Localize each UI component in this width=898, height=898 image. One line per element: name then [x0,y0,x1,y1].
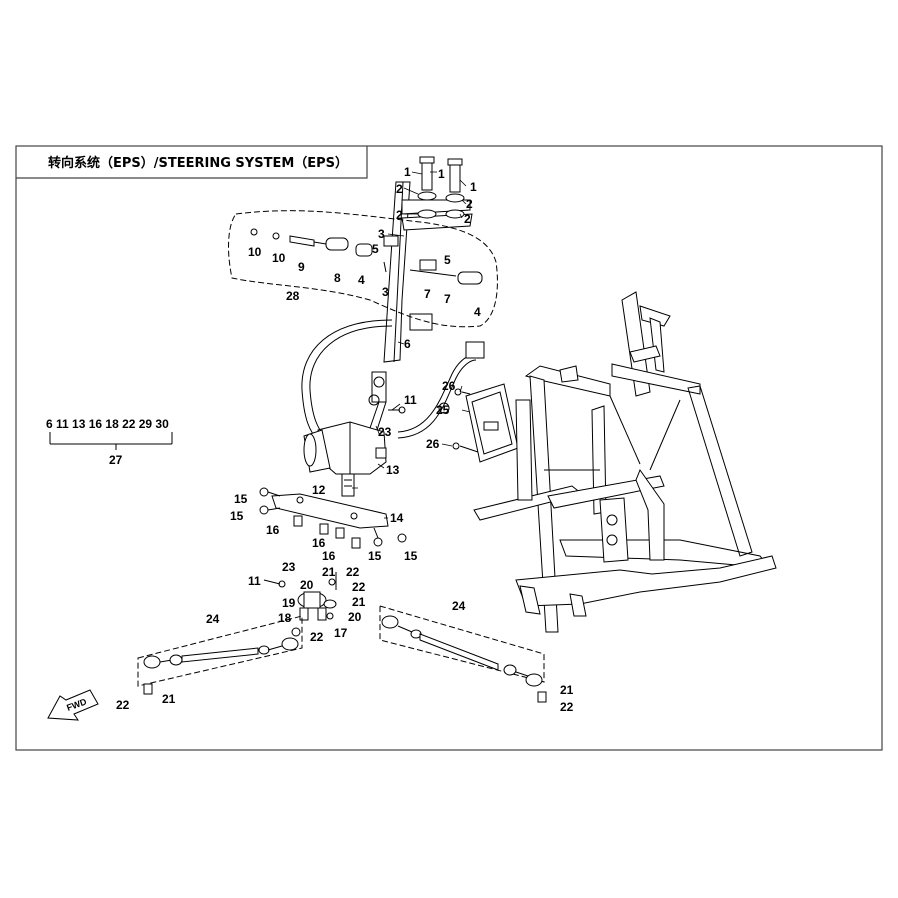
callout-26: 26 [426,437,440,451]
callout-1: 1 [404,165,411,179]
callout-25: 25 [436,403,450,417]
callout-15: 15 [368,549,382,563]
callout-1: 1 [438,167,445,181]
callout-28: 28 [286,289,300,303]
callout-2: 2 [466,197,473,211]
callout-24: 24 [452,599,466,613]
callout-labels: 1 1 1 2 2 2 2 3 3 4 4 5 5 6 7 7 8 9 10 1… [116,165,574,714]
group-27-label: 27 [109,453,123,467]
callout-leaders [352,171,471,519]
callout-17: 17 [334,626,348,640]
callout-22: 22 [116,698,130,712]
callout-18: 18 [278,611,292,625]
callout-5: 5 [444,253,451,267]
callout-4: 4 [474,305,481,319]
callout-13: 13 [386,463,400,477]
diagram-border [15,145,883,751]
callout-15: 15 [230,509,244,523]
callout-22: 22 [310,630,324,644]
callout-22: 22 [346,565,360,579]
callout-23: 23 [282,560,296,574]
steering-arm-assembly [263,572,337,637]
callout-16: 16 [312,536,326,550]
callout-12: 12 [312,483,326,497]
callout-26: 26 [442,379,456,393]
callout-2: 2 [464,212,471,226]
callout-21: 21 [322,565,336,579]
callout-21: 21 [352,595,366,609]
callout-16: 16 [266,523,280,537]
callout-16: 16 [322,549,336,563]
callout-5: 5 [372,242,379,256]
callout-19: 19 [282,596,296,610]
eps-controller [452,383,519,463]
callout-11: 11 [404,393,417,407]
group-27-members: 6 11 13 16 18 22 29 30 [46,417,169,431]
callout-11: 11 [248,574,261,588]
callout-9: 9 [298,260,305,274]
callout-20: 20 [300,578,314,592]
callout-22: 22 [560,700,574,714]
callout-4: 4 [358,273,365,287]
callout-8: 8 [334,271,341,285]
callout-15: 15 [404,549,418,563]
fwd-direction-arrow: FWD [47,689,99,721]
callout-20: 20 [348,610,362,624]
callout-15: 15 [234,492,248,506]
callout-21: 21 [560,683,574,697]
group-27-legend: 6 11 13 16 18 22 29 30 27 [46,417,173,467]
callout-6: 6 [404,337,411,351]
callout-10: 10 [248,245,262,259]
callout-7: 7 [424,287,431,301]
callout-23: 23 [378,425,392,439]
callout-3: 3 [382,285,389,299]
tie-rod-left [137,615,303,695]
callout-1: 1 [470,180,477,194]
callout-22: 22 [352,580,366,594]
callout-7: 7 [444,292,451,306]
callout-24: 24 [206,612,220,626]
callout-2: 2 [396,182,403,196]
eps-motor-unit [303,421,387,497]
callout-21: 21 [162,692,176,706]
parts-group-28 [228,210,498,328]
callout-2: 2 [396,208,403,222]
steering-column-assembly [368,156,473,431]
title-box [16,146,368,179]
callout-3: 3 [378,227,385,241]
chassis-frame [473,291,777,633]
eps-wiring-harness [301,319,485,441]
mounting-bracket [259,487,407,549]
diagram-title: 转向系统（EPS）/STEERING SYSTEM（EPS） [48,155,348,171]
callout-10: 10 [272,251,286,265]
tie-rod-right [379,605,547,703]
callout-14: 14 [390,511,404,525]
